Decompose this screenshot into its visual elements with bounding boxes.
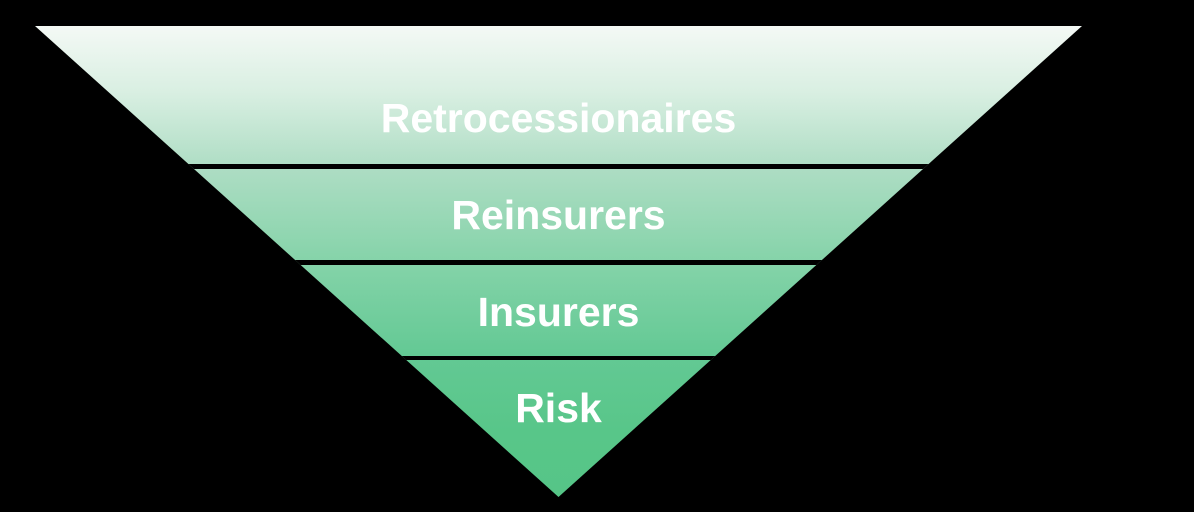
level-divider-2 — [35, 260, 1082, 265]
level-divider-3 — [35, 356, 1082, 360]
pyramid-level-risk: Risk — [515, 385, 602, 431]
pyramid-level-retrocessionaires: Retrocessionaires — [380, 95, 737, 141]
risk-pyramid: Retrocessionaires Reinsurers Insurers Ri… — [35, 26, 1082, 497]
pyramid-level-insurers: Insurers — [477, 289, 640, 335]
level-divider-1 — [35, 164, 1082, 169]
pyramid-level-reinsurers: Reinsurers — [451, 192, 666, 238]
